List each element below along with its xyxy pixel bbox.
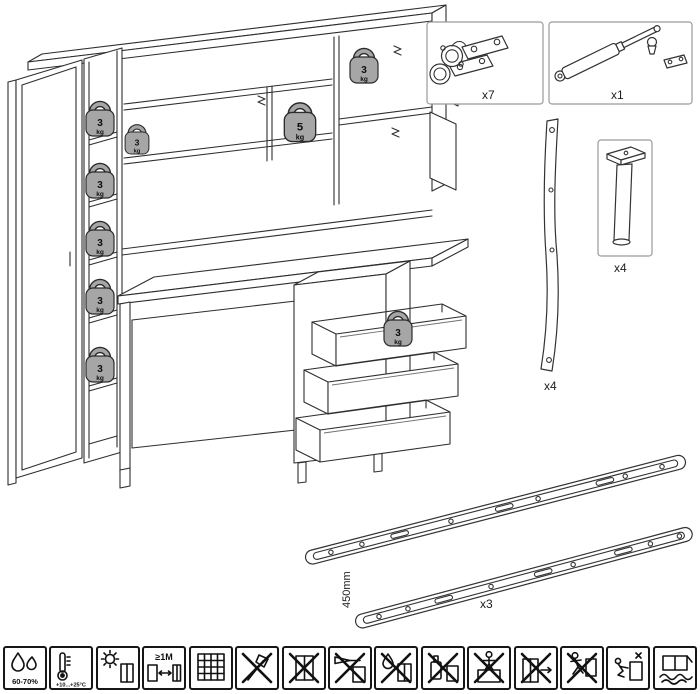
- weight-badge: 3 kg: [85, 100, 115, 137]
- sun-cabinet-glyph: [100, 649, 134, 683]
- weight-badge: 3 kg: [383, 310, 413, 347]
- slide-qty: x3: [480, 597, 493, 611]
- weight-badge: 3 kg: [85, 346, 115, 383]
- svg-text:3: 3: [135, 138, 140, 148]
- no-solvents-glyph: [427, 652, 459, 684]
- svg-text:kg: kg: [96, 307, 104, 314]
- no-children-glyph: [566, 651, 598, 684]
- ventilation-icon: [188, 646, 233, 690]
- no-hitting-icon: [281, 646, 326, 690]
- care-icons-row: 60-70% +10...+25°C ≥1M: [3, 646, 697, 690]
- svg-text:3: 3: [97, 118, 103, 129]
- temperature-icon: +10...+25°C: [49, 646, 94, 690]
- no-axe-glyph: [241, 652, 273, 684]
- no-sharp-tools-icon: [327, 646, 372, 690]
- svg-text:5: 5: [297, 121, 303, 133]
- keep-from-sunlight-icon: [95, 646, 140, 690]
- weight-badge: 3 kg: [124, 124, 150, 155]
- soft-surface-glyph: [659, 655, 693, 685]
- svg-text:kg: kg: [96, 249, 104, 256]
- weight-badges: 3 kg 3 kg 3 kg 3 kg: [85, 47, 413, 383]
- svg-text:3: 3: [395, 328, 401, 339]
- wall-bracket-drawing: [540, 118, 559, 372]
- no-dragging-icon: [513, 646, 558, 690]
- weight-badge: 3 kg: [85, 278, 115, 315]
- no-climbing-icon: [467, 646, 512, 690]
- hinge-drawing: [429, 35, 509, 85]
- drawer-open-3: [295, 399, 451, 463]
- drawer-slide-drawing-1: [304, 454, 687, 565]
- svg-text:kg: kg: [96, 375, 104, 382]
- drawer-open-2: [303, 351, 459, 415]
- weight-badge: 3 kg: [349, 47, 379, 84]
- careful-assembly-icon: [606, 646, 651, 690]
- no-sharp-tools-glyph: [334, 652, 366, 684]
- window-glyph: [196, 653, 225, 681]
- hardware-parts: x7 x1: [304, 21, 693, 629]
- no-climbing-glyph: [473, 650, 505, 684]
- weight-badge: 3 kg: [85, 220, 115, 257]
- svg-text:3: 3: [97, 180, 103, 191]
- hinge-qty: x7: [482, 88, 495, 102]
- svg-text:3: 3: [361, 65, 367, 76]
- weight-badge: 3 kg: [85, 162, 115, 199]
- weight-badge: 5 kg: [283, 102, 317, 143]
- gas-lift-qty: x1: [611, 88, 624, 102]
- gas-lift-drawing: [554, 25, 688, 82]
- desk-wardrobe-unit-drawing: [7, 4, 469, 489]
- svg-text:kg: kg: [134, 148, 140, 154]
- no-children-playing-icon: [560, 646, 605, 690]
- assemble-on-soft-surface-icon: [652, 646, 697, 690]
- svg-text:kg: kg: [96, 191, 104, 198]
- svg-text:kg: kg: [96, 129, 104, 136]
- no-moisture-icon: [374, 646, 419, 690]
- wall-bracket-qty: x4: [544, 379, 557, 393]
- humidity-icon: 60-70%: [3, 646, 47, 690]
- careful-assembly-glyph: [615, 652, 644, 681]
- leg-qty: x4: [614, 261, 627, 275]
- svg-text:kg: kg: [394, 339, 402, 346]
- svg-text:kg: kg: [360, 76, 368, 83]
- no-dragging-glyph: [520, 652, 552, 684]
- svg-text:3: 3: [97, 296, 103, 307]
- no-hitting-glyph: [288, 652, 319, 684]
- svg-text:kg: kg: [296, 132, 304, 141]
- temperature-glyph: +10...+25°C: [56, 652, 86, 689]
- svg-text:≥1M: ≥1M: [156, 652, 173, 662]
- no-moisture-glyph: [381, 652, 413, 684]
- svg-text:3: 3: [97, 364, 103, 375]
- distance-glyph: ≥1M: [147, 652, 182, 682]
- svg-text:3: 3: [97, 238, 103, 249]
- svg-text:+10...+25°C: +10...+25°C: [56, 683, 86, 689]
- drawer-slide-drawing-2: [354, 526, 693, 629]
- humidity-glyph: 60-70%: [11, 652, 38, 686]
- no-solvents-icon: [420, 646, 465, 690]
- leg-drawing: [606, 146, 646, 246]
- no-axe-impact-icon: [235, 646, 280, 690]
- heat-source-distance-icon: ≥1M: [142, 646, 187, 690]
- assembly-diagram: 3 kg 3 kg 3 kg 3 kg: [7, 4, 693, 629]
- slide-length-label: 450mm: [341, 571, 353, 608]
- svg-text:60-70%: 60-70%: [12, 677, 38, 686]
